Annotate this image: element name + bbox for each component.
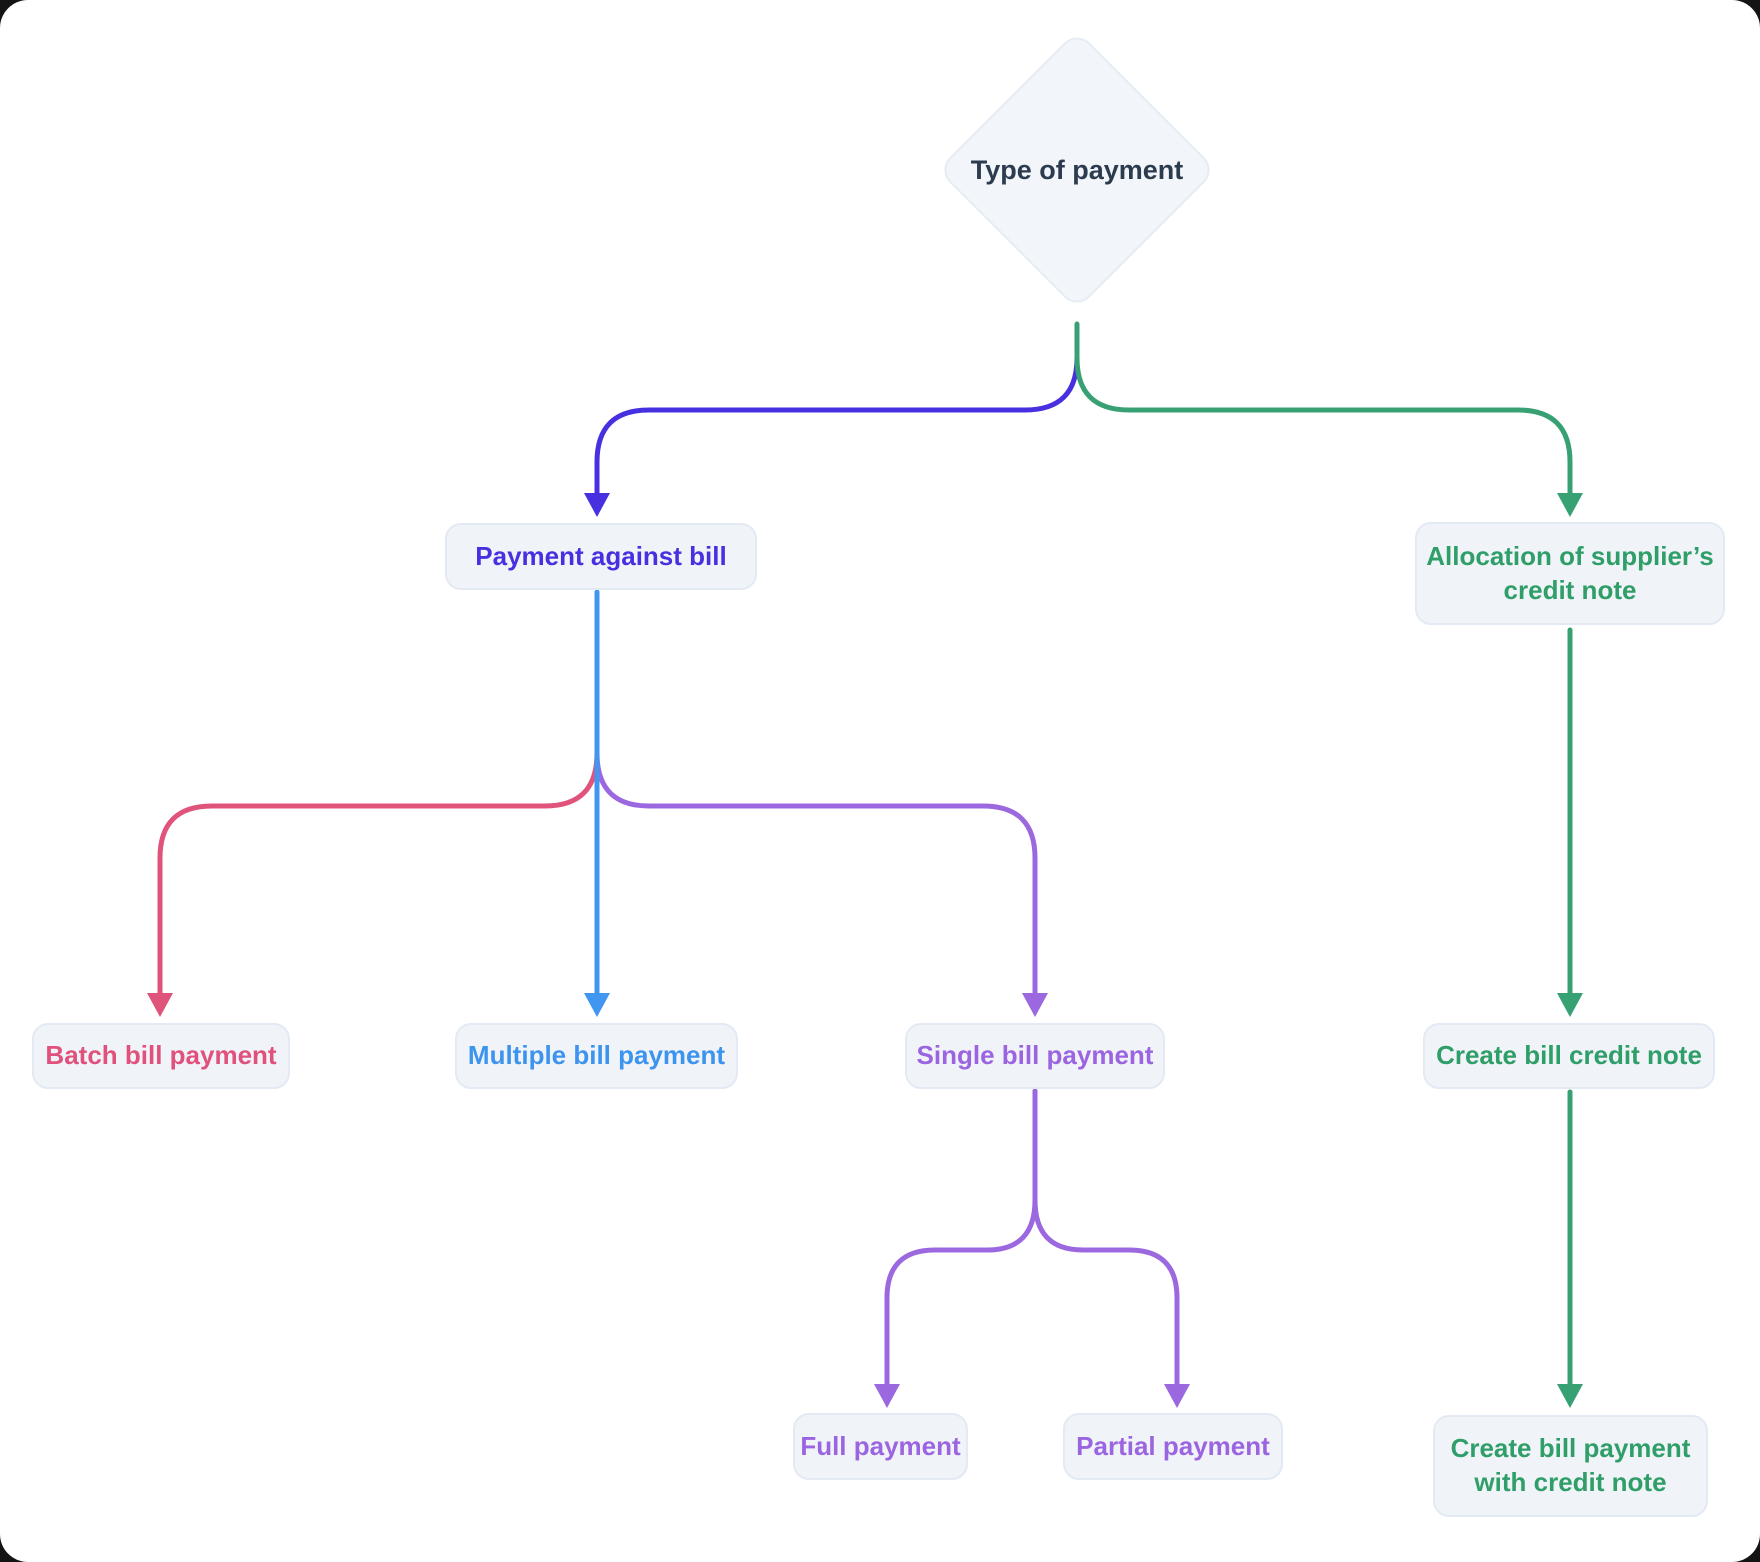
arrowhead-icon xyxy=(1557,1384,1583,1408)
node-multiple-bill-payment: Multiple bill payment xyxy=(455,1023,738,1089)
arrowhead-icon xyxy=(584,993,610,1017)
node-create-bill-payment-with-credit-note: Create bill payment with credit note xyxy=(1433,1415,1708,1517)
edge-single-to-full-payment xyxy=(884,1088,1038,1387)
arrowhead-icon xyxy=(147,993,173,1017)
edge-type-of-payment-to-allocation-credit-note xyxy=(1074,321,1573,496)
edge-payment-against-bill-to-single xyxy=(594,750,1038,996)
arrowhead-icon xyxy=(1022,993,1048,1017)
edge-type-of-payment-to-payment-against-bill xyxy=(594,327,1080,496)
arrowhead-icon xyxy=(1164,1384,1190,1408)
arrowhead-icon xyxy=(874,1384,900,1408)
node-single-bill-payment: Single bill payment xyxy=(905,1023,1165,1089)
arrowhead-icon xyxy=(1557,993,1583,1017)
node-type-of-payment: Type of payment xyxy=(970,154,1184,185)
arrowhead-icon xyxy=(1557,493,1583,517)
node-batch-bill-payment: Batch bill payment xyxy=(32,1023,290,1089)
node-payment-against-bill: Payment against bill xyxy=(445,523,757,590)
node-allocation-of-suppliers-credit-note: Allocation of supplier’s credit note xyxy=(1415,522,1725,625)
node-full-payment: Full payment xyxy=(793,1413,968,1480)
arrowhead-icon xyxy=(584,493,610,517)
edge-single-to-partial-payment xyxy=(1032,1088,1180,1387)
node-partial-payment: Partial payment xyxy=(1063,1413,1283,1480)
node-create-bill-credit-note: Create bill credit note xyxy=(1423,1023,1715,1089)
edge-payment-against-bill-to-batch xyxy=(157,750,600,996)
